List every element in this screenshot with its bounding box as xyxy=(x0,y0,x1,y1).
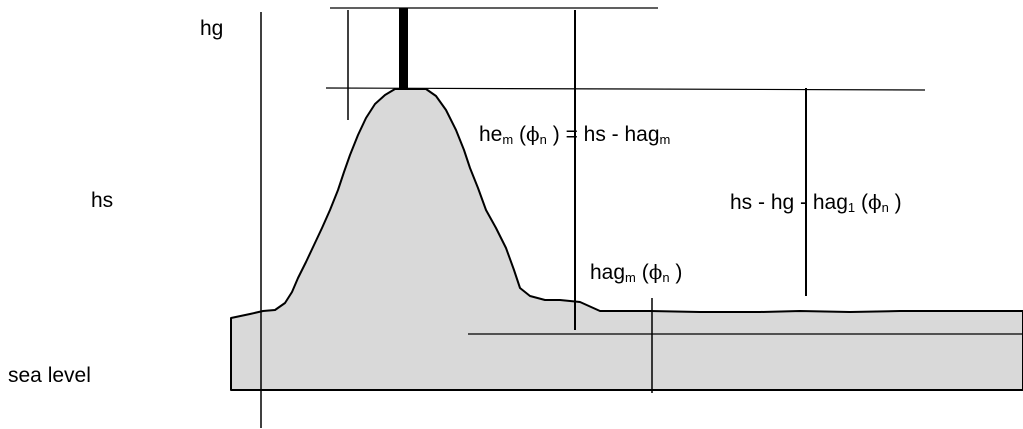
hag-label: hagm (ϕn ) xyxy=(590,260,683,285)
summit-reference-line xyxy=(325,87,926,91)
sea-level-label: sea level xyxy=(8,364,91,387)
terrain-profile xyxy=(230,88,1023,391)
hs-hg-hag-label: hs - hg - hag1 (ϕn ) xyxy=(730,190,902,215)
hg-label: hg xyxy=(200,17,224,40)
hs-label: hs xyxy=(91,189,114,212)
antenna-mast xyxy=(399,8,408,90)
effective-height-label: hem (ϕn ) = hs - hagm xyxy=(479,122,671,147)
